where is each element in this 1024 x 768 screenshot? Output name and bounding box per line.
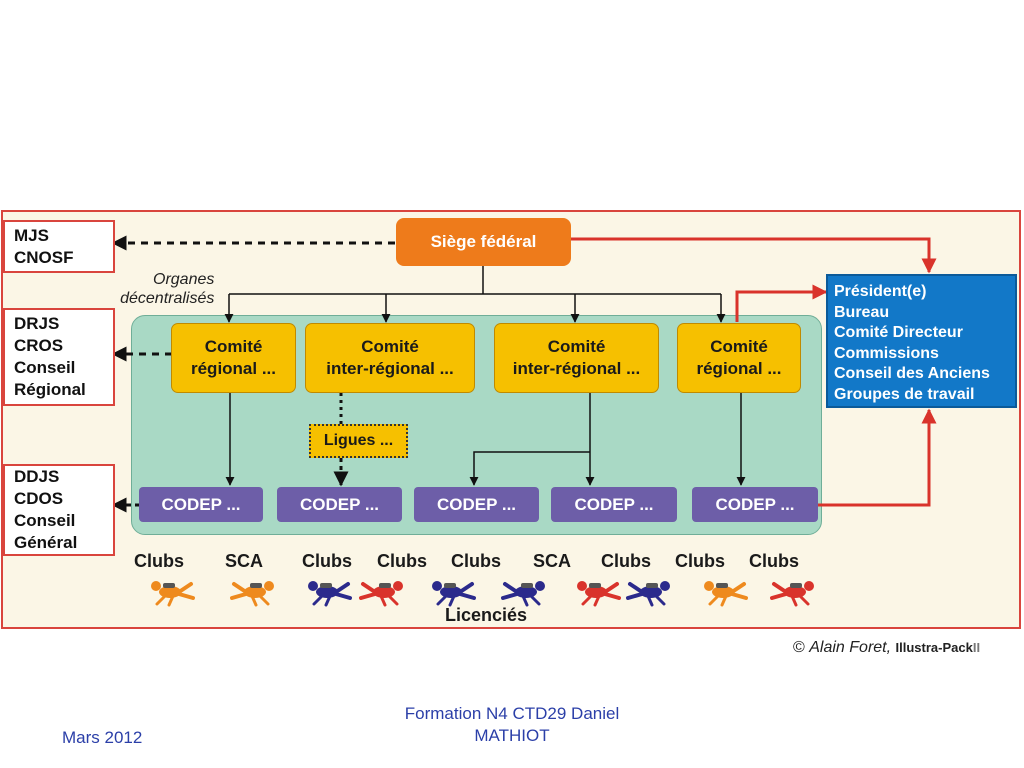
codep-label: CODEP ...: [436, 494, 517, 514]
club-label: Clubs: [748, 551, 800, 571]
commissions-line: Commissions: [834, 344, 939, 362]
president-box: Président(e) Bureau Comité Directeur Com…: [826, 274, 1017, 408]
club-label: SCA: [532, 551, 572, 571]
diver-icon: [228, 574, 282, 608]
footer-title-line1: Formation N4 CTD29 Daniel: [404, 704, 620, 723]
comite-regional-1: Comité régional ...: [171, 323, 296, 393]
arrow-siege-to-president: [571, 237, 937, 274]
president-line: Président(e): [834, 283, 927, 300]
siege-label: Siège fédéral: [430, 232, 537, 251]
cnosf-label: CNOSF: [14, 247, 74, 267]
organes-line1: Organes: [153, 271, 215, 288]
credit-brand: Illustra-Pack: [895, 640, 973, 655]
comite-line1: Comité: [710, 337, 768, 356]
club-label: Clubs: [450, 551, 502, 571]
credit-author: Alain Foret,: [809, 639, 892, 656]
regional-label: Régional: [14, 380, 86, 399]
diver-icon: [768, 574, 822, 608]
licencies-label: Licenciés: [445, 605, 528, 625]
club-label: SCA: [224, 551, 264, 571]
diver-icon: [143, 574, 197, 608]
comite-regional-2: Comité régional ...: [677, 323, 801, 393]
diver-icon: [624, 574, 678, 608]
ddjs-label: DDJS: [14, 467, 60, 486]
comite-line2: inter-régional ...: [326, 359, 454, 378]
footer-date: Mars 2012: [62, 728, 143, 747]
siege-federal-box: Siège fédéral: [396, 218, 571, 266]
codep-label: CODEP ...: [574, 494, 654, 514]
conseil-label: Conseil: [14, 358, 76, 377]
footer-title: Formation N4 CTD29 Daniel MATHIOT: [362, 703, 662, 747]
ligues-label: Ligues ...: [323, 432, 394, 449]
codep-2: CODEP ...: [277, 487, 402, 522]
cros-label: CROS: [14, 336, 64, 355]
club-label: Clubs: [600, 551, 652, 571]
cdos-label: CDOS: [14, 489, 64, 508]
comite-inter-regional-1: Comité inter-régional ...: [305, 323, 475, 393]
club-label: Clubs: [301, 551, 353, 571]
comite-line1: Comité: [204, 337, 263, 356]
conseil-anciens-line: Conseil des Anciens: [834, 365, 990, 382]
codep-label: CODEP ...: [715, 494, 795, 514]
credit-suffix: II: [972, 640, 981, 655]
codep-4: CODEP ...: [551, 487, 677, 522]
footer-title-line2: MATHIOT: [474, 726, 550, 745]
comite-line2: inter-régional ...: [512, 359, 641, 378]
credit-line: © Alain Foret, Illustra-PackII: [793, 639, 980, 657]
club-label: Clubs: [133, 551, 185, 571]
arrow-comite-to-president: [735, 284, 828, 322]
codep-1: CODEP ...: [139, 487, 263, 522]
mjs-label: MJS: [14, 225, 49, 245]
groupes-travail-line: Groupes de travail: [834, 385, 975, 403]
diver-icon: [300, 574, 354, 608]
arrow-codep-to-president: [818, 408, 937, 507]
comite-line1: Comité: [547, 337, 606, 356]
club-label: Clubs: [376, 551, 428, 571]
codep-5: CODEP ...: [692, 487, 818, 522]
organes-label: Organes décentralisés: [114, 270, 214, 308]
comite-line1: Comité: [361, 337, 419, 356]
drjs-label: DRJS: [14, 314, 60, 333]
diver-icon: [569, 574, 623, 608]
club-label: Clubs: [674, 551, 726, 571]
conseil-label: Conseil: [14, 511, 76, 530]
codep-3: CODEP ...: [414, 487, 539, 522]
diver-icon: [499, 574, 553, 608]
codep-label: CODEP ...: [299, 494, 380, 514]
comite-line2: régional ...: [190, 359, 277, 378]
organes-line2: décentralisés: [120, 290, 215, 307]
general-label: Général: [14, 533, 78, 552]
diver-icon: [424, 574, 478, 608]
diver-icon: [357, 574, 411, 608]
codep-label: CODEP ...: [161, 494, 241, 514]
comite-directeur-line: Comité Directeur: [834, 324, 963, 341]
diver-icon: [696, 574, 750, 608]
copyright-symbol: ©: [793, 639, 805, 656]
comite-line2: régional ...: [696, 359, 782, 378]
comite-inter-regional-2: Comité inter-régional ...: [494, 323, 659, 393]
ligues-box: Ligues ...: [309, 424, 408, 458]
bureau-line: Bureau: [834, 303, 890, 321]
